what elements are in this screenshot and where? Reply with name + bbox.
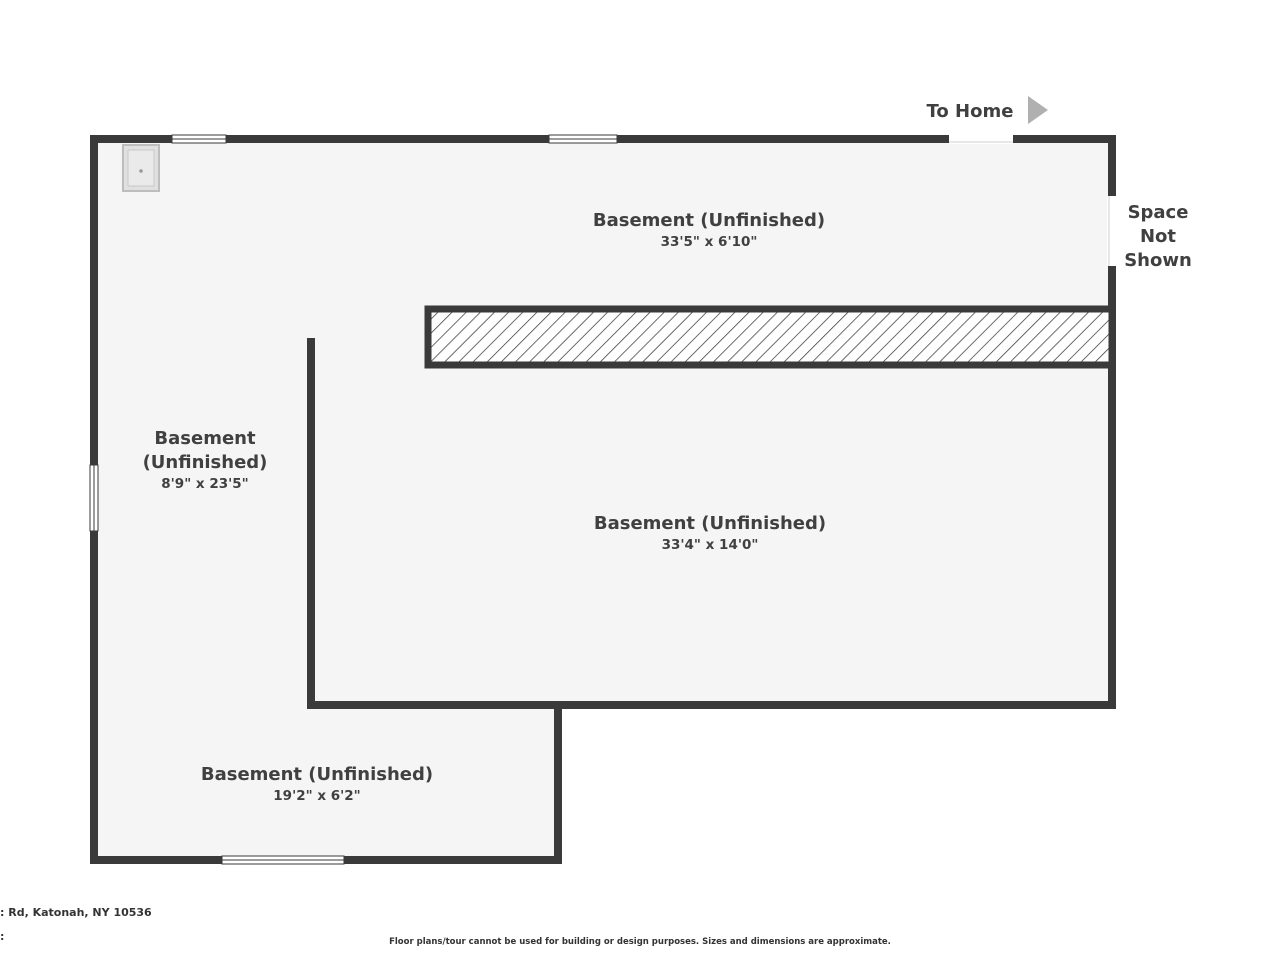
window [171,134,227,144]
basement-floor [94,139,1112,860]
room-name-line2: (Unfinished) [143,452,268,473]
room-dimensions: 33'5" x 6'10" [661,234,758,250]
utility-sink-icon [122,144,160,192]
space-not-shown-line1: Space [1128,202,1189,223]
window [221,855,345,865]
space-not-shown-line2: Not [1140,226,1176,247]
address-text: : Rd, Katonah, NY 10536 [0,906,152,919]
opening-space-not-shown [1107,196,1117,266]
room-name: Basement (Unfinished) [201,764,433,785]
window [548,134,618,144]
hatched-structure [424,305,1116,369]
room-name: Basement (Unfinished) [593,210,825,231]
room-dimensions: 19'2" x 6'2" [273,788,360,804]
window [89,464,99,532]
door-opening-to-home [949,134,1013,144]
room-dimensions: 8'9" x 23'5" [161,476,248,492]
interior-wall [307,338,560,709]
arrow-right-icon [1028,96,1048,124]
room-name-line1: Basement [154,428,256,449]
space-not-shown-line3: Shown [1124,250,1192,271]
room-name: Basement (Unfinished) [594,513,826,534]
stray-text: : [0,930,4,943]
to-home-label: To Home [927,101,1014,122]
disclaimer-text: Floor plans/tour cannot be used for buil… [389,937,891,947]
room-dimensions: 33'4" x 14'0" [662,537,759,553]
